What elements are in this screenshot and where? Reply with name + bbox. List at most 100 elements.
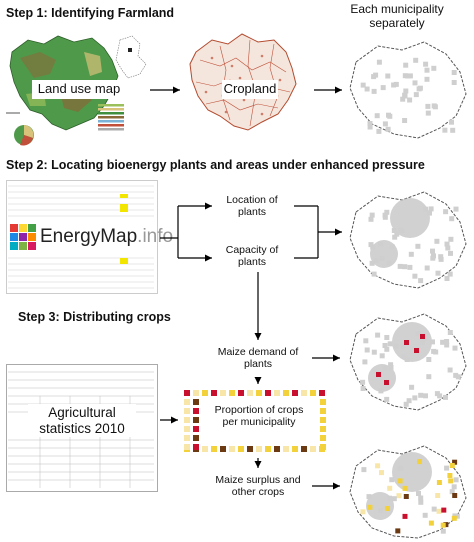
municipality-cell — [363, 338, 369, 344]
municipality-cell — [382, 121, 388, 127]
municipality-cell — [412, 273, 418, 279]
municipality-cell — [366, 494, 372, 500]
municipality-cell — [397, 478, 403, 484]
municipality-cell — [442, 127, 448, 133]
municipality-cell — [389, 244, 395, 250]
municipality-cell — [379, 255, 385, 261]
municipality-cell — [393, 343, 399, 349]
municipality-cell — [430, 248, 435, 254]
municipality-cell — [375, 463, 381, 469]
land-use-map-label: Land use map — [32, 80, 126, 99]
municipality-cell — [431, 65, 437, 71]
capacity-of-plants-label: Capacity of plants — [225, 244, 279, 269]
municipality-cell — [364, 347, 370, 353]
crop-cell — [184, 390, 190, 396]
municipality-cell — [444, 465, 450, 471]
municipality-cell — [401, 353, 407, 359]
municipality-cell — [387, 495, 392, 501]
crop-cell — [247, 446, 253, 452]
municipality-cell — [443, 209, 449, 215]
municipality-cell — [431, 103, 437, 109]
municipality-cell — [428, 520, 434, 526]
municipality-cell — [360, 379, 366, 385]
municipality-cell — [384, 209, 390, 215]
cropland-label: Cropland — [222, 80, 278, 99]
municipality-cell — [451, 80, 457, 85]
crop-cell — [184, 408, 190, 414]
crop-cell — [193, 444, 199, 450]
municipality-cell — [367, 504, 373, 510]
step3-title: Step 3: Distributing crops — [18, 310, 171, 324]
crop-cell — [193, 435, 199, 441]
municipality-cell — [430, 339, 435, 345]
crop-cell — [274, 390, 280, 396]
municipality-cell — [391, 228, 397, 233]
municipality-cell — [397, 465, 403, 471]
municipality-cell — [425, 103, 431, 109]
municipality-cell — [384, 335, 390, 340]
municipality-cell — [360, 82, 366, 88]
municipality-cell — [388, 364, 394, 370]
municipality-cell — [394, 231, 400, 237]
crop-cell — [319, 390, 325, 396]
municipality-cell — [415, 331, 421, 337]
municipality-cell — [387, 485, 393, 491]
municipality-cell — [424, 67, 430, 73]
municipality-cell — [382, 365, 388, 371]
municipality-cell — [402, 92, 408, 98]
municipality-cell — [440, 528, 446, 534]
municipality-cell — [452, 493, 458, 498]
crop-cell — [256, 390, 262, 396]
crop-cell — [229, 390, 235, 396]
municipality-cell — [400, 343, 406, 349]
crop-cell — [184, 435, 190, 441]
municipality-cell — [444, 342, 450, 348]
municipality-cell — [378, 507, 384, 513]
crop-cell — [292, 390, 298, 396]
municipality-cell — [406, 398, 412, 404]
municipality-cell — [404, 357, 410, 362]
crop-cell — [310, 446, 316, 452]
municipality-cell — [382, 214, 388, 220]
crop-cell — [193, 426, 199, 432]
municipality-cell — [444, 339, 450, 344]
energymap-logo-suffix: .info — [137, 226, 174, 247]
municipality-cell — [400, 96, 406, 102]
crop-cell — [220, 446, 226, 452]
municipality-cell — [405, 73, 411, 79]
crop-cell — [184, 444, 190, 450]
municipality-cell — [384, 396, 390, 402]
municipality-cell — [453, 206, 459, 212]
crop-cell — [310, 390, 316, 396]
municipality-cell — [391, 496, 397, 502]
municipality-cell — [449, 119, 454, 125]
municipality-cell — [426, 374, 432, 380]
step2-title: Step 2: Locating bioenergy plants and ar… — [6, 158, 425, 172]
municipality-cell — [449, 463, 455, 468]
municipality-cell — [402, 118, 408, 123]
municipality-cell — [441, 507, 447, 513]
municipality-cell — [447, 367, 453, 373]
crop-cell — [202, 446, 208, 452]
municipality-cell — [386, 112, 391, 118]
municipality-cell — [382, 343, 388, 348]
municipality-cell — [385, 126, 391, 132]
municipality-cell — [436, 508, 442, 514]
municipality-cell — [427, 210, 432, 216]
municipality-cell — [448, 236, 454, 242]
municipality-cell — [384, 346, 390, 352]
municipality-cell — [424, 265, 430, 271]
municipality-cell — [391, 82, 397, 88]
municipality-cell — [402, 264, 408, 270]
municipality-cell — [452, 345, 458, 351]
municipality-cell — [360, 386, 366, 391]
crop-cell — [193, 390, 199, 396]
crop-cell — [292, 446, 298, 452]
municipality-cell — [407, 73, 413, 79]
municipality-cell — [368, 216, 374, 222]
